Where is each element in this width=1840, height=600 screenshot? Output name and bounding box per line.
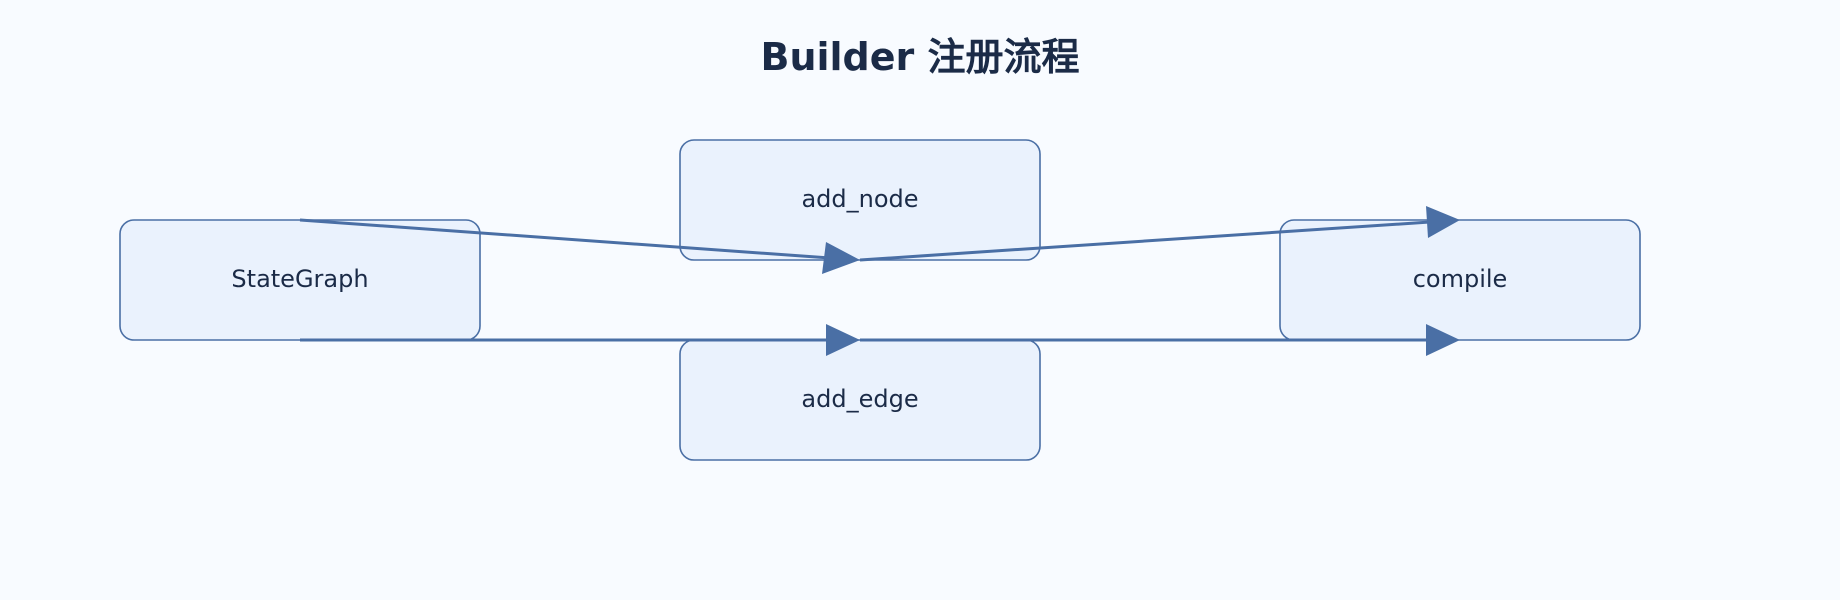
edge-stategraph-to-add-edge	[300, 324, 860, 356]
node-compile[interactable]: compile	[1279, 219, 1641, 341]
edge-add-edge-to-compile	[860, 324, 1460, 356]
edge-add-node-to-compile-arrowhead	[1426, 206, 1460, 238]
edge-stategraph-to-add-node	[299, 218, 860, 274]
edge-add-node-to-compile-line	[859, 220, 1431, 262]
node-compile-label: compile	[1413, 265, 1508, 293]
node-add-edge[interactable]: add_edge	[679, 339, 1041, 461]
node-add-node[interactable]: add_node	[679, 139, 1041, 261]
diagram-title: Builder 注册流程	[760, 35, 1080, 79]
node-add-edge-label: add_edge	[801, 385, 918, 413]
edge-add-edge-to-compile-arrowhead	[1426, 324, 1460, 356]
edge-add-node-to-compile	[859, 206, 1460, 262]
node-stategraph-label: StateGraph	[231, 265, 368, 293]
node-stategraph[interactable]: StateGraph	[119, 219, 481, 341]
node-add-node-label: add_node	[801, 185, 918, 213]
edge-stategraph-to-add-node-line	[299, 218, 831, 260]
edge-stategraph-to-add-edge-arrowhead	[826, 324, 860, 356]
edge-stategraph-to-add-node-arrowhead	[822, 242, 860, 274]
